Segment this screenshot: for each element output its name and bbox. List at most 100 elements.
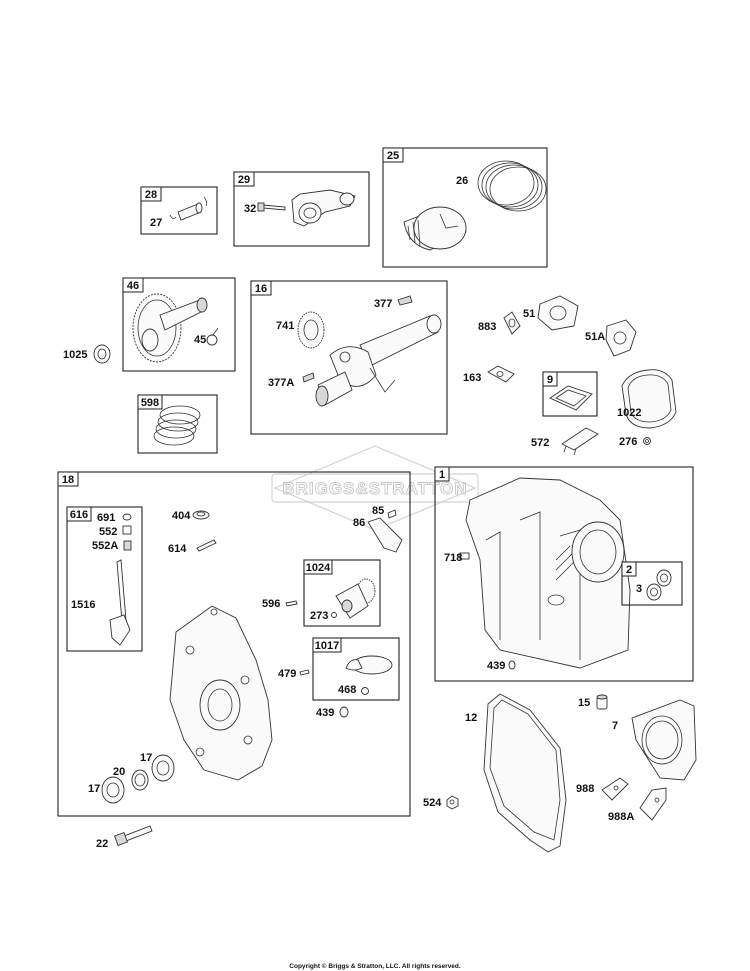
piston-part[interactable]: [403, 206, 467, 251]
crankcase-cover-part[interactable]: [169, 605, 273, 781]
part-741-label[interactable]: 741: [276, 320, 294, 332]
part-51a-label[interactable]: 51A: [585, 331, 605, 343]
group-2-box: 2: [621, 561, 683, 606]
crankcase-gasket-part[interactable]: [483, 693, 567, 853]
part-439a-label[interactable]: 439: [316, 707, 334, 719]
grommet-276-part[interactable]: [643, 437, 651, 445]
piston-pin-part[interactable]: [169, 196, 208, 221]
breather-cover-part[interactable]: [561, 427, 599, 456]
part-377-label[interactable]: 377: [374, 298, 392, 310]
part-22-label[interactable]: 22: [96, 838, 108, 850]
group-18-tag: 18: [62, 474, 74, 486]
bearing-17a-part[interactable]: [151, 754, 175, 782]
part-27-label[interactable]: 27: [150, 217, 162, 229]
part-86-label[interactable]: 86: [353, 517, 365, 529]
part-468-label[interactable]: 468: [338, 684, 356, 696]
bracket-988a-part[interactable]: [639, 787, 667, 821]
bracket-988-part[interactable]: [601, 777, 629, 801]
part-12-label[interactable]: 12: [465, 712, 477, 724]
part-273-label[interactable]: 273: [310, 610, 328, 622]
nut-524-part[interactable]: [446, 795, 459, 810]
gasket-883-part[interactable]: [503, 311, 521, 335]
part-691-label[interactable]: 691: [97, 512, 115, 524]
retainer-552-part[interactable]: [122, 525, 132, 535]
screw-85-part[interactable]: [387, 509, 397, 519]
compression-release-part[interactable]: [206, 327, 219, 346]
pin-614-part[interactable]: [196, 539, 217, 552]
part-51-label[interactable]: 51: [523, 308, 535, 320]
part-15-label[interactable]: 15: [578, 697, 590, 709]
camshaft-part[interactable]: [132, 293, 208, 363]
oil-pump-part[interactable]: [335, 578, 376, 619]
group-598-box: 598: [137, 394, 218, 454]
cover-plate-86-part[interactable]: [367, 517, 403, 553]
oil-seal-404-part[interactable]: [192, 510, 210, 520]
governor-shaft-part[interactable]: [109, 559, 131, 646]
breather-gasket-part[interactable]: [549, 385, 593, 411]
exhaust-gasket-part[interactable]: [605, 319, 637, 357]
part-596-label[interactable]: 596: [262, 598, 280, 610]
group-9-tag: 9: [547, 374, 553, 386]
ring-439b-part[interactable]: [508, 660, 516, 670]
gasket-163-part[interactable]: [487, 365, 515, 383]
crankshaft-part[interactable]: [315, 314, 442, 407]
bearing-17b-part[interactable]: [101, 776, 125, 804]
part-988-label[interactable]: 988: [576, 783, 594, 795]
ring-439a-part[interactable]: [339, 706, 349, 718]
part-20-label[interactable]: 20: [113, 766, 125, 778]
part-404-label[interactable]: 404: [172, 510, 191, 522]
screw-479-part[interactable]: [299, 669, 310, 676]
part-614-label[interactable]: 614: [168, 543, 187, 555]
part-7-label[interactable]: 7: [612, 720, 618, 732]
part-439b-label[interactable]: 439: [487, 660, 505, 672]
part-1516-label[interactable]: 1516: [71, 599, 95, 611]
oil-pickup-part[interactable]: [345, 655, 393, 675]
cam-seal-part[interactable]: [93, 344, 111, 364]
part-17b-label[interactable]: 17: [88, 783, 100, 795]
part-1025-label[interactable]: 1025: [63, 349, 87, 361]
ring-20-part[interactable]: [131, 769, 149, 791]
part-26-label[interactable]: 26: [456, 175, 468, 187]
bearing-3-part[interactable]: [646, 569, 672, 601]
part-85-label[interactable]: 85: [372, 505, 384, 517]
valve-seal-15-part[interactable]: [596, 694, 608, 710]
part-988a-label[interactable]: 988A: [608, 811, 634, 823]
part-276-label[interactable]: 276: [619, 436, 637, 448]
part-17a-label[interactable]: 17: [140, 752, 152, 764]
part-718-label[interactable]: 718: [444, 552, 462, 564]
part-3-label[interactable]: 3: [636, 583, 642, 595]
group-29-box: 29: [233, 171, 370, 247]
retainer-552a-part[interactable]: [123, 540, 132, 551]
rod-bolt-part[interactable]: [257, 202, 286, 212]
pin-718-part[interactable]: [459, 552, 470, 560]
part-163-label[interactable]: 163: [463, 372, 481, 384]
group-16-box: 16: [250, 280, 448, 435]
part-883-label[interactable]: 883: [478, 321, 496, 333]
intake-spacer-part[interactable]: [537, 295, 579, 331]
part-524-label[interactable]: 524: [423, 797, 442, 809]
part-377a-label[interactable]: 377A: [268, 377, 294, 389]
bolt-22-part[interactable]: [114, 825, 153, 846]
head-gasket-part[interactable]: [631, 699, 697, 781]
screw-596-part[interactable]: [285, 600, 298, 607]
part-572-label[interactable]: 572: [531, 437, 549, 449]
crank-gear-part[interactable]: [297, 311, 325, 349]
pin-273-part[interactable]: [331, 612, 337, 618]
part-552-label[interactable]: 552: [99, 526, 117, 538]
part-1022-label[interactable]: 1022: [617, 407, 641, 419]
valve-springs-part[interactable]: [153, 405, 201, 446]
crank-key-a-part[interactable]: [302, 372, 315, 383]
piston-rings-part[interactable]: [477, 160, 547, 212]
crank-key-part[interactable]: [397, 295, 413, 306]
ring-468-part[interactable]: [361, 687, 369, 695]
group-18-box: 18: [57, 471, 411, 817]
part-479-label[interactable]: 479: [278, 668, 296, 680]
cylinder-block-part[interactable]: [465, 477, 631, 669]
valve-cover-gasket-part[interactable]: [621, 369, 677, 429]
washer-691-part[interactable]: [122, 513, 132, 521]
part-552a-label[interactable]: 552A: [92, 540, 118, 552]
part-32-label[interactable]: 32: [244, 203, 256, 215]
part-45-label[interactable]: 45: [194, 334, 206, 346]
connecting-rod-part[interactable]: [291, 189, 356, 227]
